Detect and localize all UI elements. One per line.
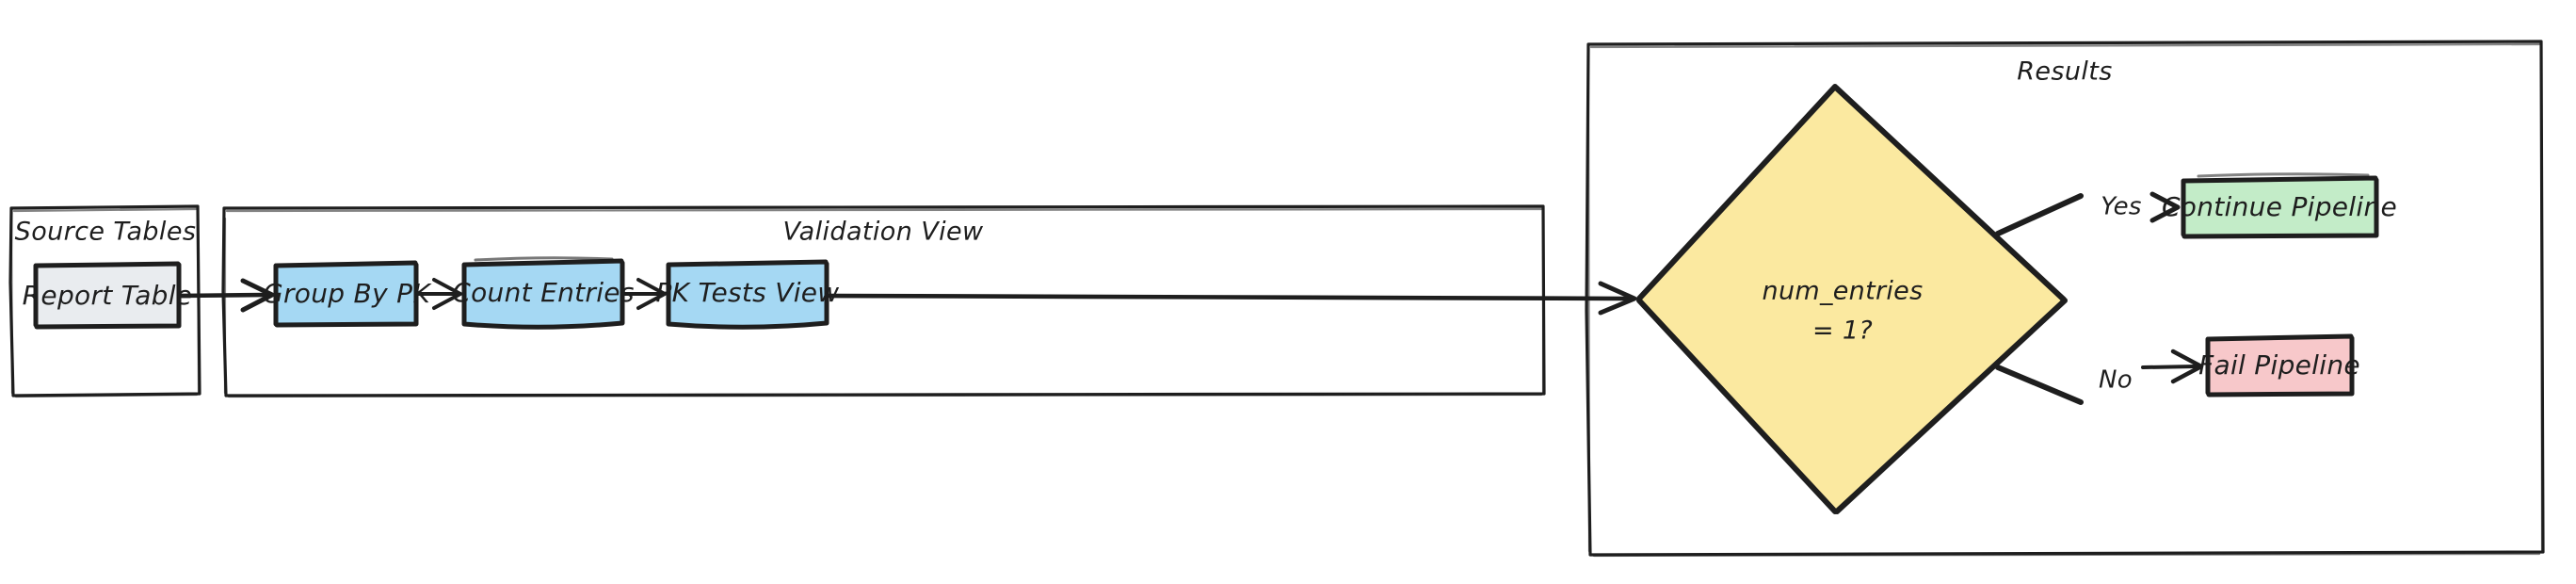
pk-tests-view-label: PK Tests View [655, 277, 839, 308]
num-entries-check-label-line2: = 1? [1812, 316, 1873, 346]
group-by-pk-label: Group By PK [263, 278, 432, 309]
pk-tests-view-fill [668, 262, 827, 327]
edge-line [1995, 193, 2084, 236]
edge-line-2 [2141, 365, 2198, 369]
group-source-tables: Source Tables [8, 204, 201, 398]
results-label: Results [2017, 57, 2113, 87]
group-validation-view: Validation View [221, 204, 1546, 398]
pk-tests-view-border [666, 259, 829, 330]
validation-view-label: Validation View [783, 218, 984, 247]
arrow-head-icon [2170, 349, 2204, 384]
group-results: Results [1585, 40, 2545, 558]
validation-view-border-shadow [223, 207, 1545, 398]
arrow-head-icon [240, 278, 275, 313]
fail-pipeline-label: Fail Pipeline [2198, 349, 2360, 381]
continue-pipeline-fill [2183, 178, 2376, 236]
count-entries-fill [464, 261, 622, 327]
edge-line [176, 292, 269, 299]
node-report-table[interactable]: Report Table [23, 261, 193, 330]
node-pk-tests-view[interactable]: PK Tests View [655, 259, 839, 330]
node-continue-pipeline[interactable]: Continue Pipeline [2162, 172, 2397, 239]
continue-pipeline-border [2181, 175, 2379, 239]
edge-line [1995, 365, 2084, 405]
edge-label-no: No [2099, 366, 2133, 395]
report-table-fill [36, 264, 179, 327]
source-tables-label: Source Tables [15, 218, 197, 247]
source-tables-border-shadow [9, 207, 201, 398]
edge-report-table-to-group-by-pk [176, 278, 275, 313]
count-entries-border-sketch [474, 256, 614, 262]
edge-yes-to-continue-pipeline: Yes [1995, 191, 2181, 236]
results-border-shadow [1586, 42, 2544, 558]
num-entries-check-label-line1: num_entries [1763, 277, 1924, 306]
count-entries-label: Count Entries [452, 277, 634, 308]
arrow-head-icon [1598, 281, 1637, 316]
continue-pipeline-border-sketch [2197, 172, 2370, 178]
arrow-head-icon [2149, 191, 2181, 223]
arrow-head-icon [432, 278, 462, 310]
edge-no-to-fail-pipeline: No [1995, 349, 2204, 405]
fail-pipeline-border [2205, 333, 2355, 397]
fail-pipeline-fill [2208, 336, 2352, 395]
group-by-pk-fill [276, 263, 416, 325]
edge-pk-tests-view-to-num-entries-check [825, 281, 1637, 316]
node-num-entries-check[interactable]: num_entries = 1? [1636, 84, 2068, 514]
edge-line [825, 293, 1632, 301]
arrow-head-icon [636, 278, 667, 310]
edge-count-entries-to-pk-tests-view [621, 278, 667, 310]
num-entries-check-fill [1639, 87, 2065, 511]
num-entries-check-border [1636, 84, 2068, 514]
edge-group-by-pk-to-count-entries [415, 278, 462, 310]
results-border [1585, 40, 2545, 557]
continue-pipeline-label: Continue Pipeline [2162, 191, 2397, 222]
edge-label-yes: Yes [2101, 193, 2141, 221]
node-count-entries[interactable]: Count Entries [452, 256, 634, 330]
report-table-label: Report Table [23, 280, 193, 311]
node-fail-pipeline[interactable]: Fail Pipeline [2198, 333, 2360, 397]
node-group-by-pk[interactable]: Group By PK [263, 260, 432, 328]
